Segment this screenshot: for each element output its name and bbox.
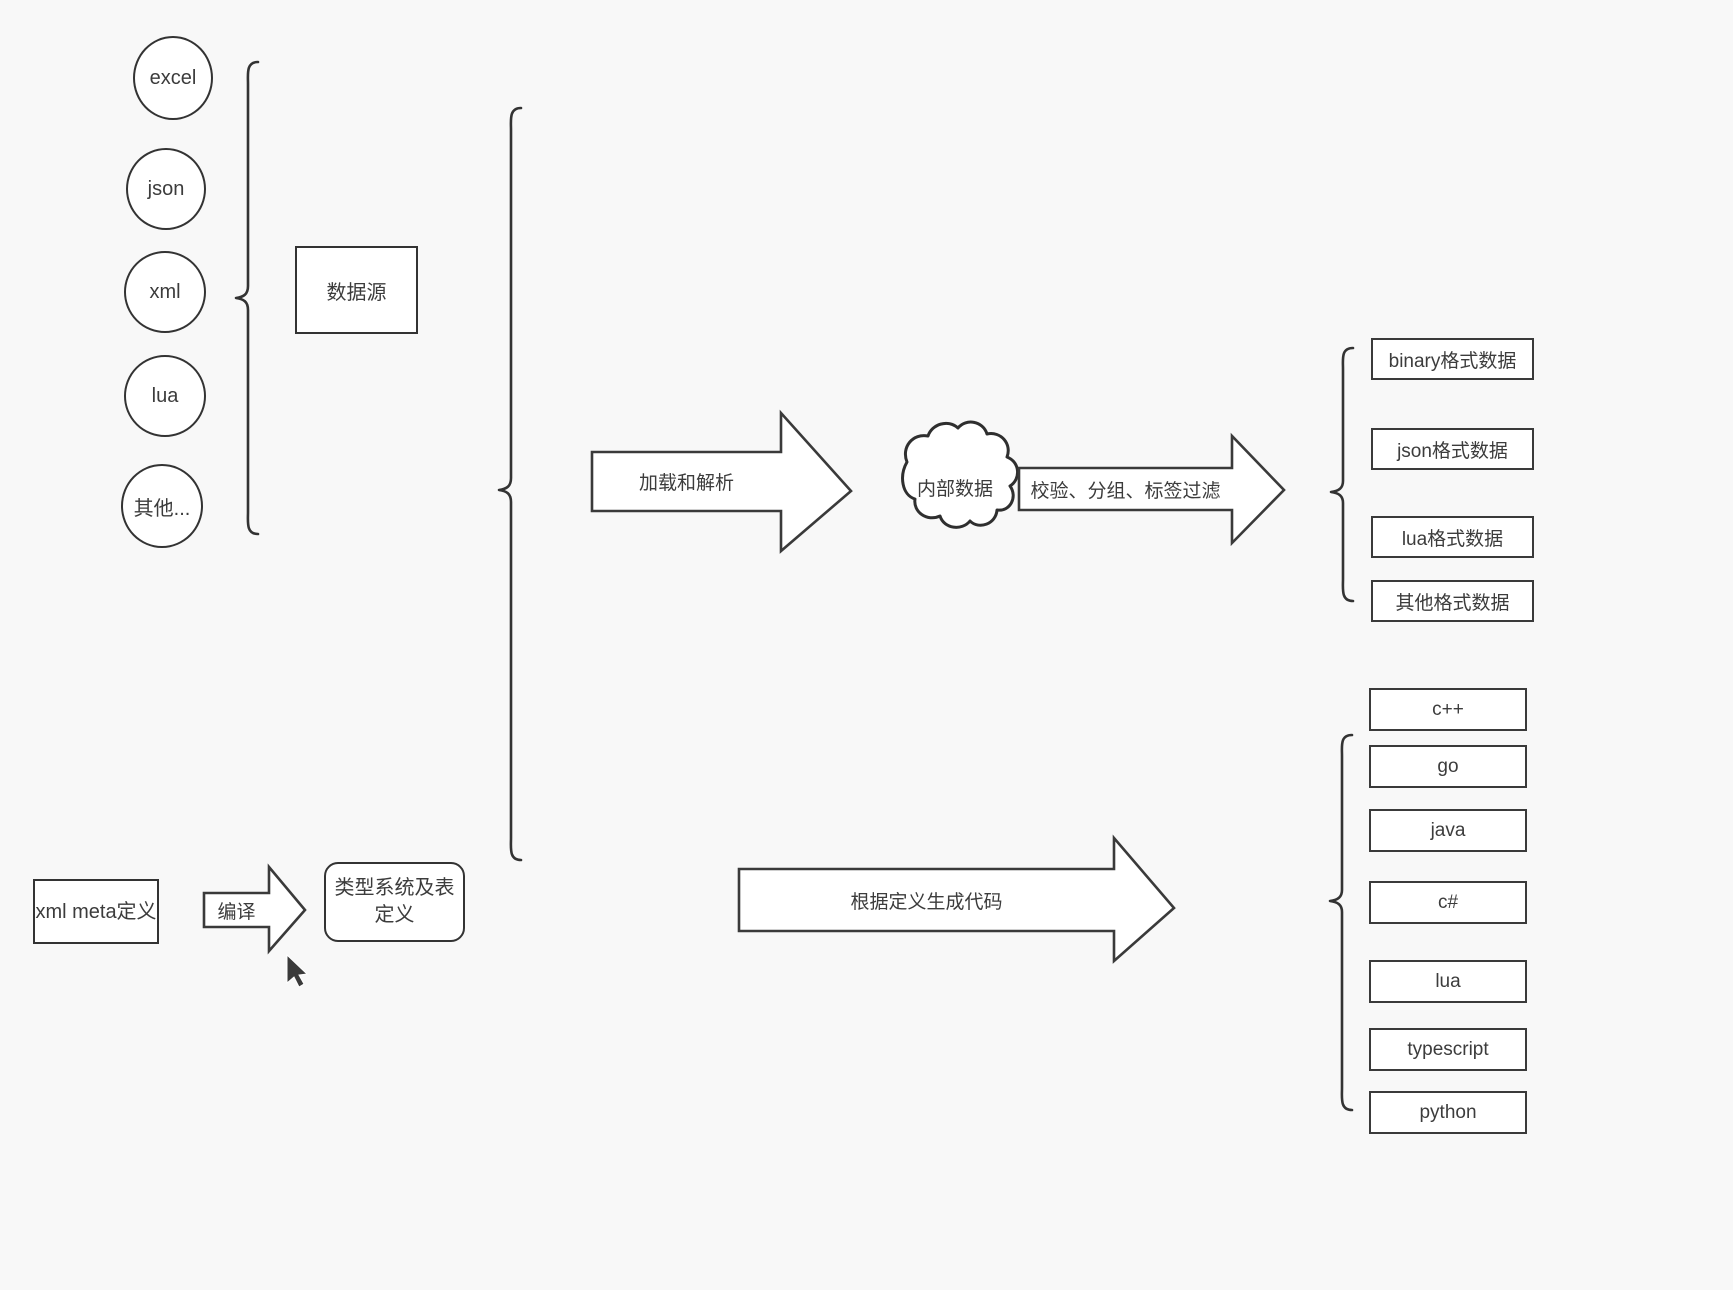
source-node-lua[interactable]: lua [124, 355, 206, 437]
xml-meta-definition-label: xml meta定义 [35, 900, 157, 923]
language-label: python [1419, 1101, 1477, 1123]
source-node-excel[interactable]: excel [133, 36, 213, 120]
source-node-json[interactable]: json [126, 148, 206, 230]
language-box-python[interactable]: python [1369, 1091, 1527, 1134]
data-source-label: 数据源 [326, 281, 387, 304]
source-node-label: 其他... [133, 497, 191, 520]
data-source-box[interactable]: 数据源 [295, 246, 418, 334]
language-box-lua[interactable]: lua [1369, 960, 1527, 1003]
source-node-label: xml [149, 280, 181, 303]
output-format-binary[interactable]: binary格式数据 [1371, 338, 1534, 380]
language-label: go [1437, 755, 1459, 777]
language-label: c# [1437, 891, 1459, 913]
source-node-other[interactable]: 其他... [121, 464, 203, 548]
language-box-go[interactable]: go [1369, 745, 1527, 788]
output-format-other[interactable]: 其他格式数据 [1371, 580, 1534, 622]
language-label: java [1430, 819, 1466, 841]
language-box-csharp[interactable]: c# [1369, 881, 1527, 924]
type-system-label-line2: 定义 [374, 904, 415, 926]
output-format-label: lua格式数据 [1401, 528, 1504, 550]
language-box-cpp[interactable]: c++ [1369, 688, 1527, 731]
output-format-label: binary格式数据 [1388, 350, 1517, 372]
type-system-box[interactable]: 类型系统及表 定义 [324, 862, 465, 942]
output-format-label: json格式数据 [1397, 440, 1508, 462]
language-label: lua [1435, 970, 1461, 992]
type-system-label-line1: 类型系统及表 [334, 877, 455, 899]
language-label: c++ [1432, 698, 1464, 720]
source-node-label: lua [151, 384, 179, 407]
output-format-label: 其他格式数据 [1395, 592, 1510, 614]
output-format-lua[interactable]: lua格式数据 [1371, 516, 1534, 558]
language-box-typescript[interactable]: typescript [1369, 1028, 1527, 1071]
output-format-json[interactable]: json格式数据 [1371, 428, 1534, 470]
xml-meta-definition-box[interactable]: xml meta定义 [33, 879, 159, 944]
source-node-xml[interactable]: xml [124, 251, 206, 333]
language-box-java[interactable]: java [1369, 809, 1527, 852]
source-node-label: json [147, 177, 185, 200]
source-node-label: excel [149, 66, 197, 89]
language-label: typescript [1407, 1038, 1489, 1060]
